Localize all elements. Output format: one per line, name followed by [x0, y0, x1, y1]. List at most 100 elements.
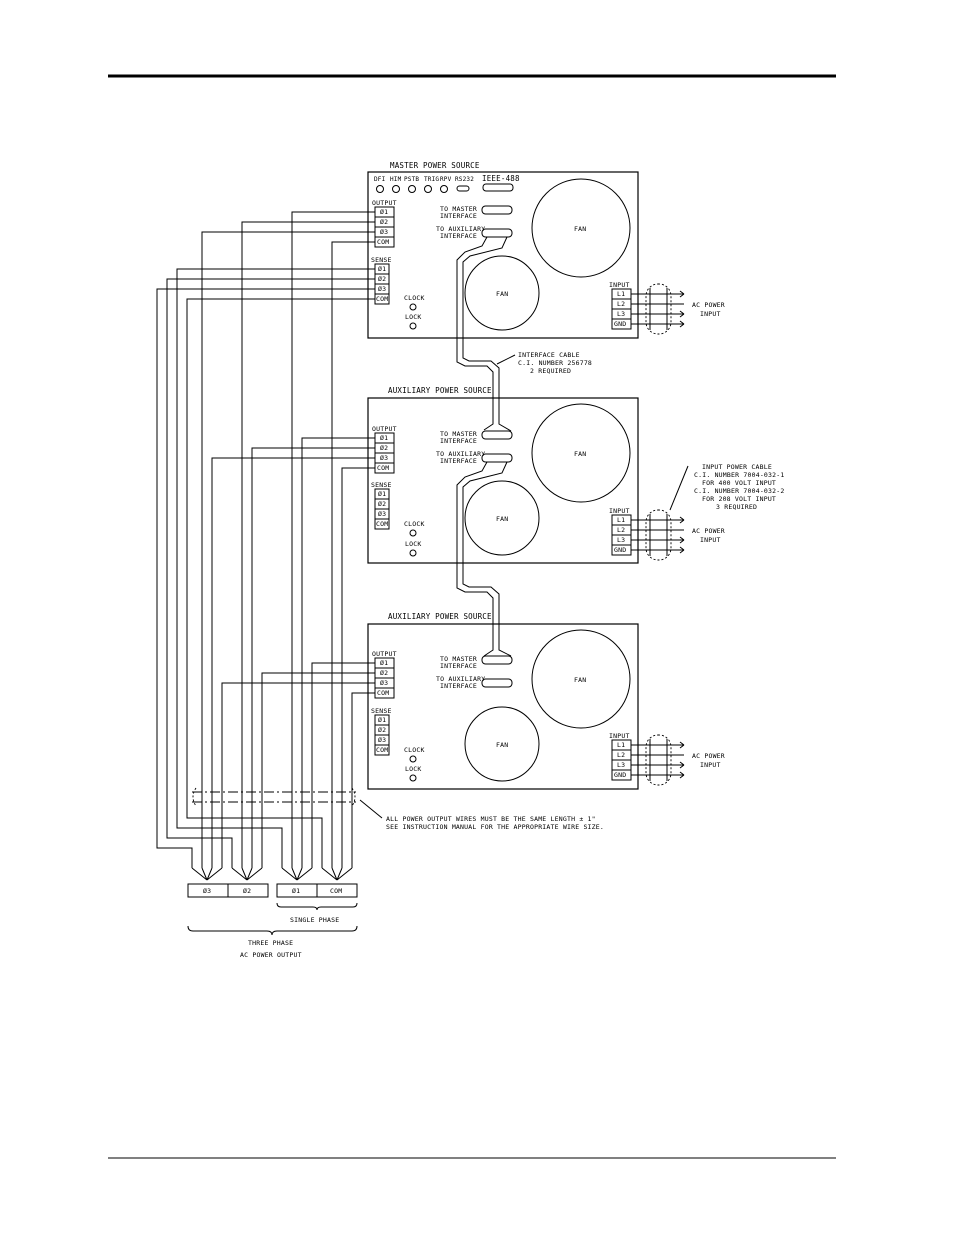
terminal-label: Ø3 [380, 228, 388, 236]
interface-cable-callout: INTERFACE CABLE C.I. NUMBER 256778 2 REQ… [496, 351, 592, 375]
terminal-label: Ø2 [378, 726, 386, 734]
output-label: OUTPUT [372, 650, 397, 658]
terminal-label: L3 [617, 310, 625, 318]
clock-label: CLOCK [404, 294, 425, 302]
terminal-label: Ø3 [380, 679, 388, 687]
to-master-label: INTERFACE [440, 212, 477, 220]
interface-cable-1 [456, 236, 512, 432]
output-label: OUTPUT [372, 425, 397, 433]
aux2-title: AUXILIARY POWER SOURCE [388, 612, 492, 621]
lock-connector [409, 774, 417, 782]
terminal-label: Ø3 [378, 736, 386, 744]
terminal-label: Ø3 [378, 285, 386, 293]
lock-connector [409, 549, 417, 557]
terminal-label: Ø2 [378, 275, 386, 283]
interface-cable-label: INTERFACE CABLE [518, 351, 580, 359]
fan-label: FAN [574, 450, 586, 458]
terminal-label: Ø1 [378, 716, 386, 724]
fan-label: FAN [496, 290, 508, 298]
to-aux-port [481, 678, 513, 688]
to-aux-label: TO AUXILIARY [436, 225, 485, 233]
master-title: MASTER POWER SOURCE [390, 161, 480, 170]
terminal-label: L3 [617, 761, 625, 769]
input-power-cable-label: 3 REQUIRED [716, 503, 757, 511]
sense-label: SENSE [371, 707, 392, 715]
terminal-label: Ø1 [292, 887, 300, 895]
ac-power-input-label: AC POWER [692, 301, 725, 309]
aux1-title: AUXILIARY POWER SOURCE [388, 386, 492, 395]
terminal-com [316, 883, 358, 898]
terminal-label: COM [376, 520, 388, 528]
terminal-label: Ø3 [203, 887, 211, 895]
master-unit: MASTER POWER SOURCE DFI HIM PSTB TRIG RP… [367, 161, 639, 339]
fan-small [464, 706, 540, 782]
interface-cable-label: 2 REQUIRED [530, 367, 571, 375]
clock-connector [409, 303, 417, 311]
wire-note: ALL POWER OUTPUT WIRES MUST BE THE SAME … [386, 815, 596, 823]
terminal-label: GND [614, 546, 626, 554]
clock-connector [409, 755, 417, 763]
to-master-port [481, 655, 513, 665]
lock-label: LOCK [405, 540, 421, 548]
aux2-chassis [367, 623, 639, 790]
indicator-led [424, 185, 432, 193]
terminal-label: Ø1 [380, 434, 388, 442]
three-phase-label: AC POWER OUTPUT [240, 951, 302, 959]
fan-small [464, 255, 540, 331]
rs232-port [456, 185, 470, 192]
to-master-label: INTERFACE [440, 437, 477, 445]
clock-label: CLOCK [404, 746, 425, 754]
indicator-label: HIM [390, 176, 402, 183]
indicator-led [440, 185, 448, 193]
indicator-label: DFI [374, 176, 386, 183]
sense-terminal [374, 518, 390, 530]
single-phase-label: SINGLE PHASE [290, 916, 339, 924]
indicator-label: RPV [440, 176, 452, 183]
fan-large [531, 629, 631, 729]
terminal-label: COM [376, 295, 388, 303]
indicator-led [376, 185, 384, 193]
indicator-led [392, 185, 400, 193]
fan-label: FAN [574, 676, 586, 684]
terminal-label: L1 [617, 290, 625, 298]
terminal-label: L1 [617, 516, 625, 524]
to-master-label: TO MASTER [440, 655, 477, 663]
terminal-label: COM [377, 464, 389, 472]
to-aux-port [481, 453, 513, 463]
ac-input-wiring: AC POWER INPUT AC POWER INPUT AC POWER I… [631, 283, 785, 786]
input-power-cable-label: C.I. NUMBER 7004-032-2 [694, 487, 785, 495]
to-master-label: TO MASTER [440, 430, 477, 438]
indicator-led [408, 185, 416, 193]
terminal-label: Ø2 [380, 669, 388, 677]
terminal-label: COM [376, 746, 388, 754]
terminal-label: L2 [617, 751, 625, 759]
to-master-port [481, 205, 513, 215]
input-label: INPUT [609, 507, 630, 515]
ac-power-input-label: INPUT [700, 761, 721, 769]
master-indicators: DFI HIM PSTB TRIG RPV RS232 [374, 176, 474, 193]
to-aux-label: INTERFACE [440, 457, 477, 465]
sense-label: SENSE [371, 256, 392, 264]
terminal-label: GND [614, 771, 626, 779]
terminal-label: Ø1 [380, 659, 388, 667]
indicator-label: PSTB [404, 176, 419, 183]
terminal-label: COM [377, 689, 389, 697]
fan-label: FAN [496, 741, 508, 749]
input-power-cable-label: C.I. NUMBER 7004-032-1 [694, 471, 785, 479]
terminal-label: L3 [617, 536, 625, 544]
aux-unit-2: AUXILIARY POWER SOURCE TO MASTER INTERFA… [367, 612, 639, 790]
terminal-label: Ø2 [243, 887, 251, 895]
wire-note: SEE INSTRUCTION MANUAL FOR THE APPROPRIA… [386, 823, 604, 831]
terminal-label: Ø2 [378, 500, 386, 508]
input-label: INPUT [609, 732, 630, 740]
terminal-label: Ø2 [380, 218, 388, 226]
interface-cable-2 [456, 461, 512, 657]
terminal-label: Ø3 [380, 454, 388, 462]
sense-label: SENSE [371, 481, 392, 489]
to-aux-label: TO AUXILIARY [436, 675, 485, 683]
ac-output-terminals: Ø3 Ø2 Ø1 COM SINGLE PHASE THREE PHASE AC… [187, 883, 358, 959]
ieee-label: IEEE-488 [482, 174, 520, 183]
to-master-port [481, 430, 513, 440]
clock-label: CLOCK [404, 520, 425, 528]
